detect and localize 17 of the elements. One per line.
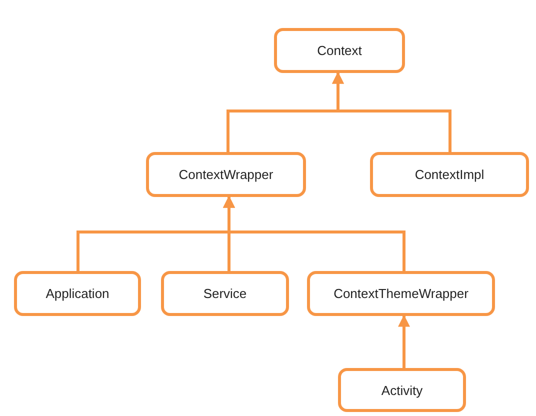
- class-name: ContextImpl: [414, 167, 484, 182]
- class-box: [146, 152, 306, 197]
- class-name: Application: [46, 286, 110, 301]
- class-name: Activity: [381, 382, 423, 398]
- class-name: ContextThemeWrapper: [334, 286, 468, 301]
- class-box: [161, 271, 289, 316]
- class-name: Context: [317, 43, 362, 58]
- inheritance-arrow: [223, 196, 406, 271]
- inheritance-arrow: [332, 72, 452, 152]
- class-box: [370, 152, 529, 197]
- class-box: [307, 271, 495, 316]
- inheritance-arrow: [398, 314, 410, 368]
- class-box: [338, 368, 466, 412]
- class-box: [274, 28, 405, 73]
- class-box: [14, 271, 141, 316]
- class-name: ContextWrapper: [178, 167, 274, 182]
- class-name: Service: [203, 286, 247, 301]
